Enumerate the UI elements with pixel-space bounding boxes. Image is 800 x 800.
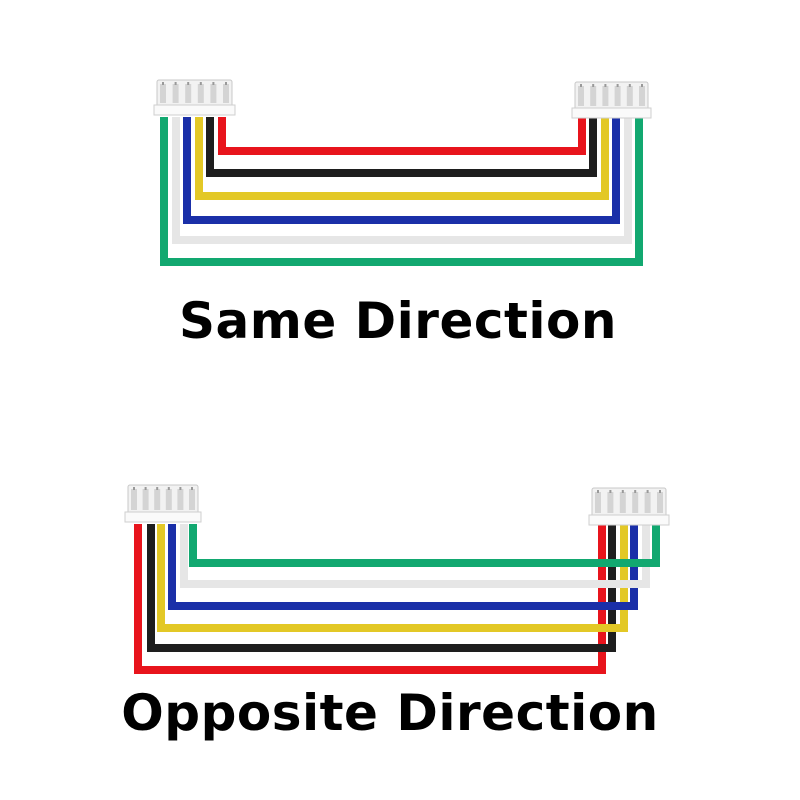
wire-yellow (157, 524, 628, 632)
right-connector (588, 487, 670, 526)
right-connector (571, 81, 652, 119)
wire-red (134, 524, 606, 674)
wire-white (180, 524, 650, 588)
wire-red (218, 117, 586, 155)
opposite-direction-cable (124, 484, 670, 674)
wire-green (189, 524, 660, 567)
left-connector (153, 79, 236, 116)
same-direction-caption: Same Direction (178, 292, 617, 350)
wire-white (172, 117, 632, 244)
same-direction-cable (153, 79, 652, 266)
opposite-direction-caption: Opposite Direction (121, 684, 659, 742)
wire-yellow (195, 117, 609, 200)
wire-black (206, 117, 597, 177)
wire-green (160, 117, 643, 266)
left-connector (124, 484, 202, 523)
wire-blue (183, 117, 620, 224)
